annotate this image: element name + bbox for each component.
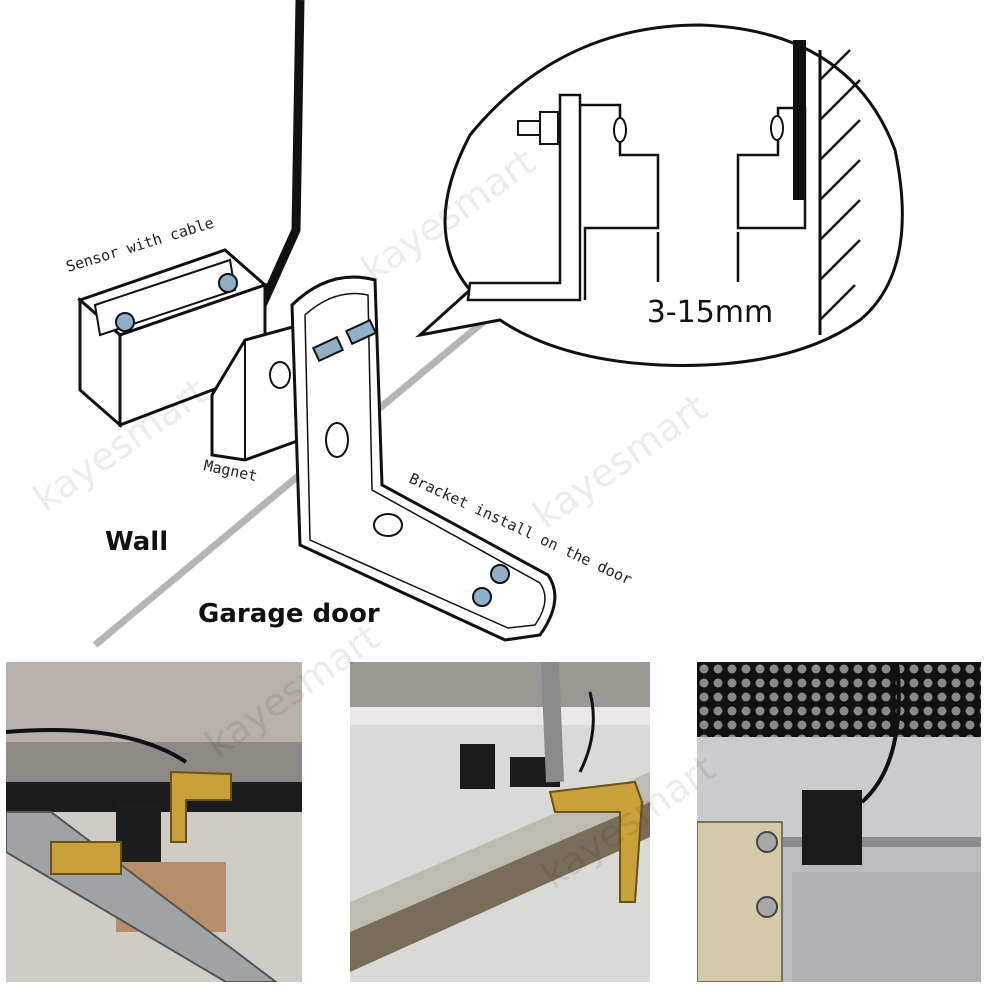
sensor-screw-icon — [115, 312, 135, 332]
gap-dimension-label: 3-15mm — [647, 295, 774, 330]
photo-installation-1 — [6, 662, 302, 982]
garage-door-label: Garage door — [198, 599, 380, 629]
detail-callout: 3-15mm — [415, 23, 904, 367]
bracket-bolt-icon — [311, 335, 345, 363]
sensor-screw-icon — [218, 273, 238, 293]
sensor-cable — [255, 0, 305, 312]
sensor-block — [77, 248, 268, 429]
installation-diagram: 3-15mm Sensor with cable Magnet Bracket … — [64, 0, 904, 648]
bracket-screw-icon — [472, 587, 492, 607]
magnet-label: Magnet — [202, 456, 259, 485]
bracket-bolt-icon — [344, 318, 378, 346]
photo-installation-3 — [697, 662, 981, 982]
bracket-screw-icon — [490, 564, 510, 584]
photo-installation-2 — [350, 662, 650, 982]
magnet-block — [210, 323, 302, 462]
l-bracket — [290, 275, 557, 642]
wall-label: Wall — [105, 527, 168, 557]
